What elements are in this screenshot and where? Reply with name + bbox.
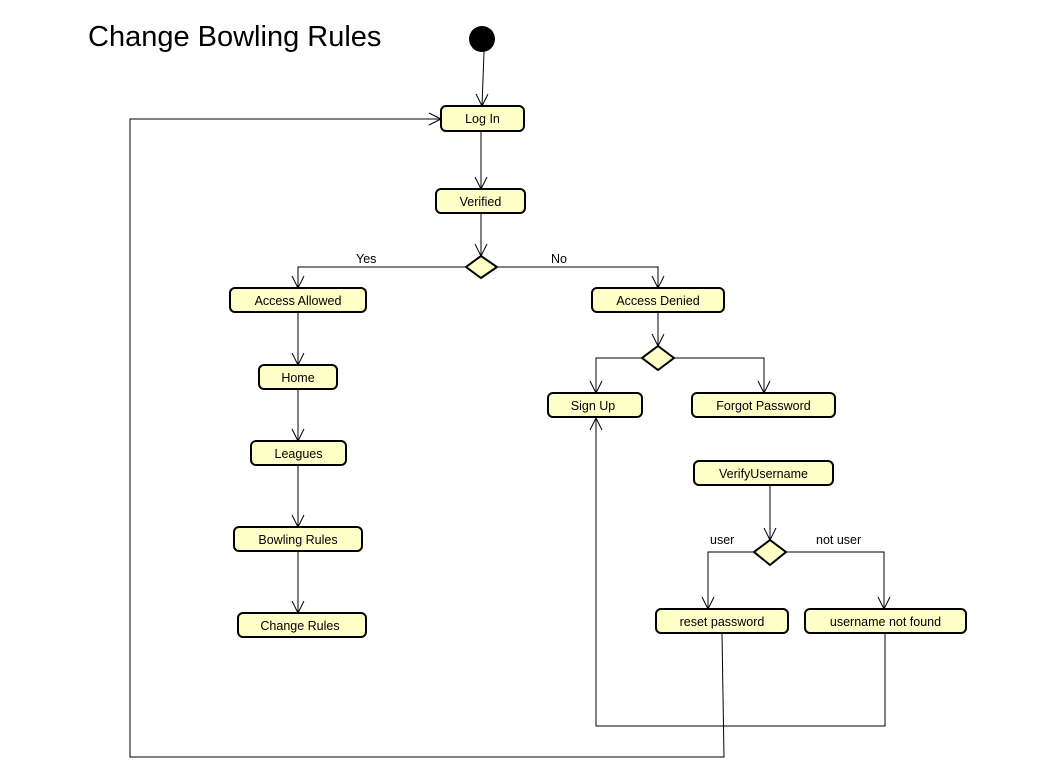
action-label: Home <box>281 371 314 385</box>
edge-decision-to-access-allowed <box>297 266 466 288</box>
action-verified: Verified <box>435 188 526 214</box>
action-label: Change Rules <box>260 619 339 633</box>
edge-username-not-found-to-sign-up <box>595 418 886 727</box>
edge-decision-to-username-not-found <box>786 551 885 609</box>
action-label: Log In <box>465 112 500 126</box>
action-bowling-rules: Bowling Rules <box>233 526 363 552</box>
action-log-in: Log In <box>440 105 525 132</box>
action-username-not-found: username not found <box>804 608 967 634</box>
edge-initial-to-login <box>481 51 485 107</box>
guard-no: No <box>551 252 567 266</box>
guard-yes: Yes <box>356 252 376 266</box>
action-forgot-password: Forgot Password <box>691 392 836 418</box>
guard-not-user: not user <box>816 533 861 547</box>
decision-access-denied <box>640 344 676 372</box>
action-label: reset password <box>680 615 765 629</box>
edge-decision-to-reset-password <box>707 551 754 609</box>
diagram-title: Change Bowling Rules <box>88 21 381 53</box>
action-home: Home <box>258 364 338 390</box>
action-label: Sign Up <box>571 399 616 413</box>
action-label: Access Denied <box>616 294 699 308</box>
initial-node <box>469 26 495 52</box>
action-access-denied: Access Denied <box>591 287 725 313</box>
action-label: Forgot Password <box>716 399 811 413</box>
action-label: Verified <box>460 195 502 209</box>
decision-verified <box>464 254 499 280</box>
action-verify-username: VerifyUsername <box>693 460 834 486</box>
action-sign-up: Sign Up <box>547 392 643 418</box>
edge-decision-to-sign-up <box>595 357 642 393</box>
edges <box>129 51 891 758</box>
action-label: username not found <box>830 615 941 629</box>
action-access-allowed: Access Allowed <box>229 287 367 313</box>
guard-user: user <box>710 533 734 547</box>
decision-verify-username <box>752 538 788 567</box>
edge-decision-to-access-denied <box>497 266 659 288</box>
action-label: Access Allowed <box>255 294 342 308</box>
action-reset-password: reset password <box>655 608 789 634</box>
edge-reset-password-to-login <box>129 118 725 758</box>
action-label: VerifyUsername <box>719 467 808 481</box>
action-label: Leagues <box>275 447 323 461</box>
action-label: Bowling Rules <box>258 533 337 547</box>
edge-decision-to-forgot-password <box>674 357 765 393</box>
action-leagues: Leagues <box>250 440 347 466</box>
action-change-rules: Change Rules <box>237 612 367 638</box>
